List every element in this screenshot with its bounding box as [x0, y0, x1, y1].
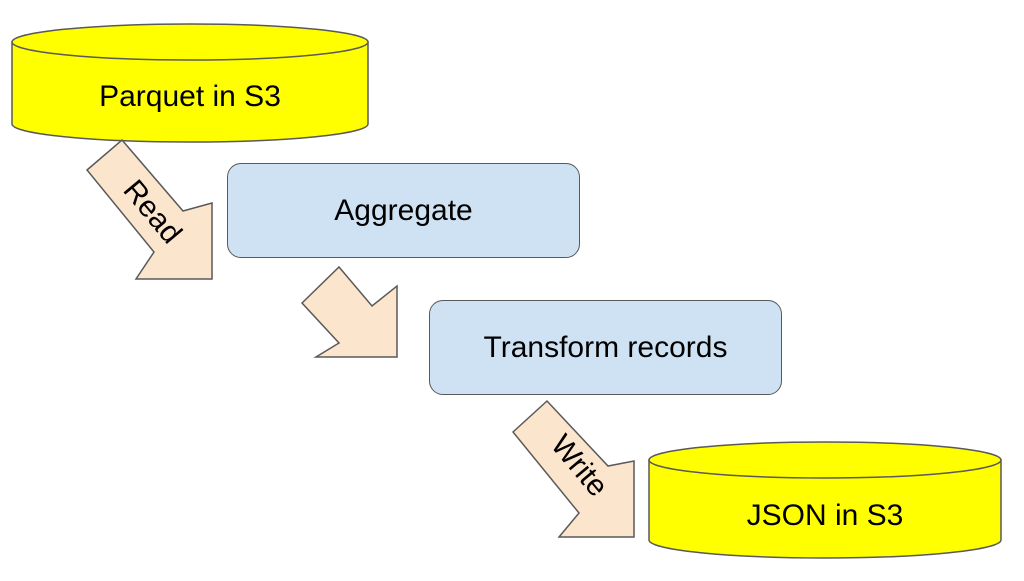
transform-records-box: Transform records	[429, 300, 782, 395]
middle-arrow-shape	[300, 265, 398, 358]
aggregate-label: Aggregate	[334, 193, 473, 227]
aggregate-to-transform-arrow	[300, 265, 398, 358]
source-label: Parquet in S3	[99, 80, 281, 113]
write-arrow-shape	[511, 399, 635, 538]
sink-cylinder: JSON in S3	[648, 441, 1002, 559]
aggregate-box: Aggregate	[227, 163, 580, 258]
sink-cylinder-body	[648, 459, 1002, 559]
source-cylinder-body	[11, 41, 369, 143]
sink-cylinder-top	[648, 441, 1002, 479]
source-cylinder-top	[11, 23, 369, 61]
transform-records-label: Transform records	[483, 330, 728, 364]
write-arrow: Write	[511, 399, 635, 538]
source-cylinder: Parquet in S3	[11, 23, 369, 143]
read-arrow-shape	[85, 138, 213, 280]
sink-label: JSON in S3	[747, 499, 904, 532]
read-arrow: Read	[85, 138, 213, 280]
